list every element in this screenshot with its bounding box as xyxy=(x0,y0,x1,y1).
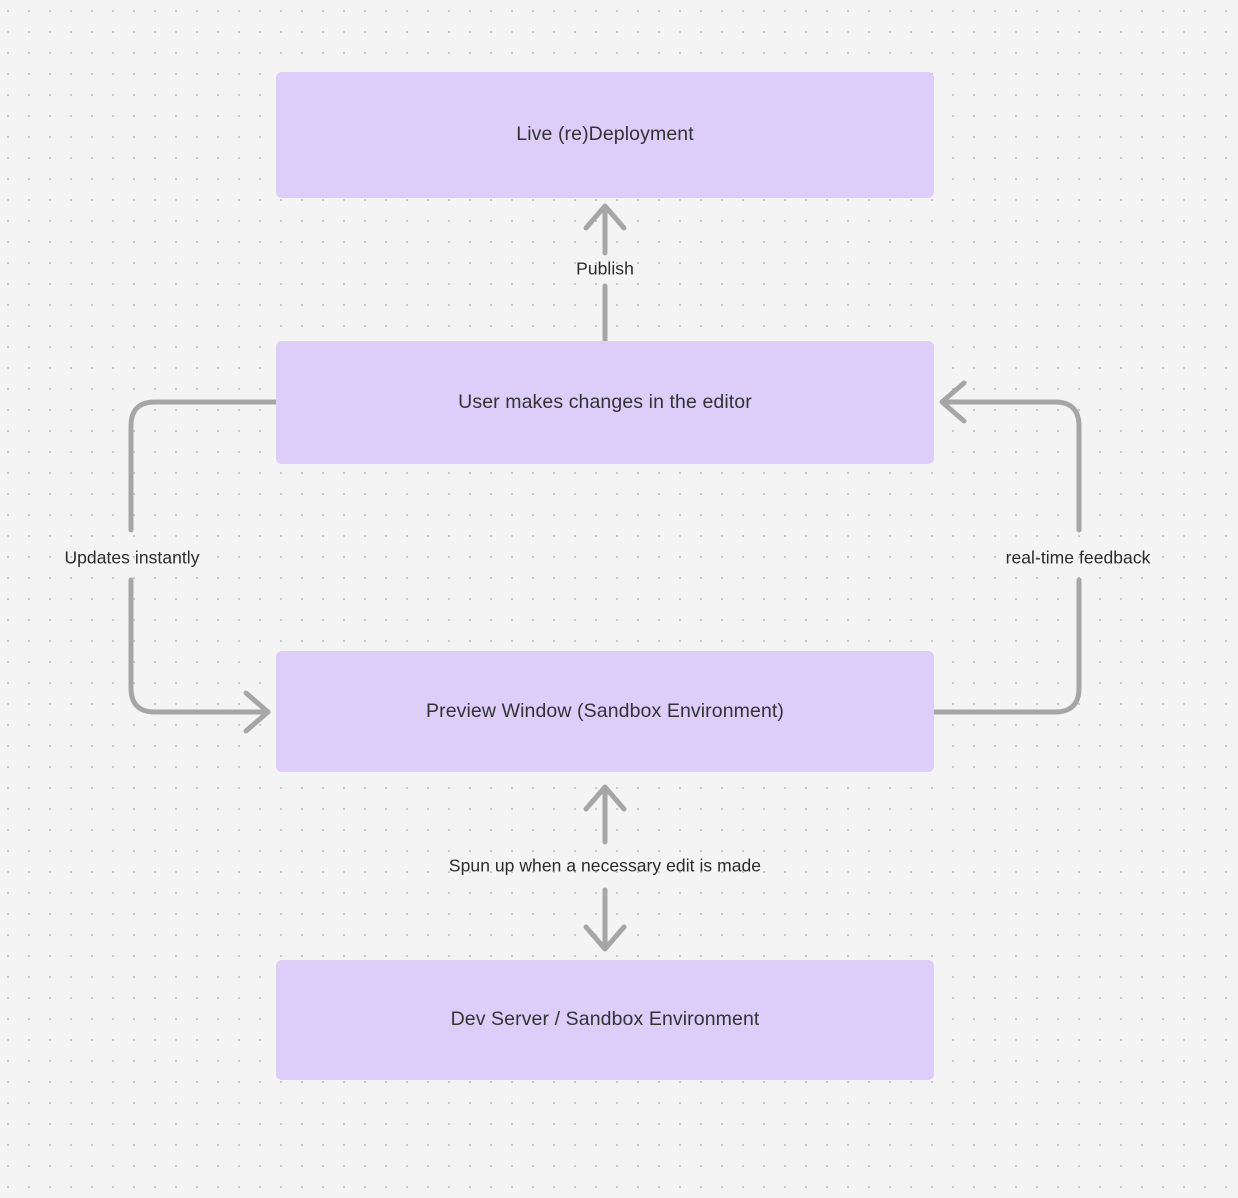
edge-label-publish: Publish xyxy=(576,258,634,279)
node-label: User makes changes in the editor xyxy=(458,390,752,413)
edge-label-real-time-feedback: real-time feedback xyxy=(1005,547,1151,568)
node-user-edits[interactable]: User makes changes in the editor xyxy=(276,341,934,464)
node-dev-server[interactable]: Dev Server / Sandbox Environment xyxy=(276,960,934,1080)
node-preview-window[interactable]: Preview Window (Sandbox Environment) xyxy=(276,651,934,772)
node-label: Preview Window (Sandbox Environment) xyxy=(426,699,784,722)
node-label: Dev Server / Sandbox Environment xyxy=(450,1008,760,1031)
edge-label-spun-up: Spun up when a necessary edit is made xyxy=(448,855,762,876)
edge-label-updates-instantly: Updates instantly xyxy=(64,547,200,568)
node-live-deployment[interactable]: Live (re)Deployment xyxy=(276,72,934,198)
node-label: Live (re)Deployment xyxy=(516,123,694,146)
